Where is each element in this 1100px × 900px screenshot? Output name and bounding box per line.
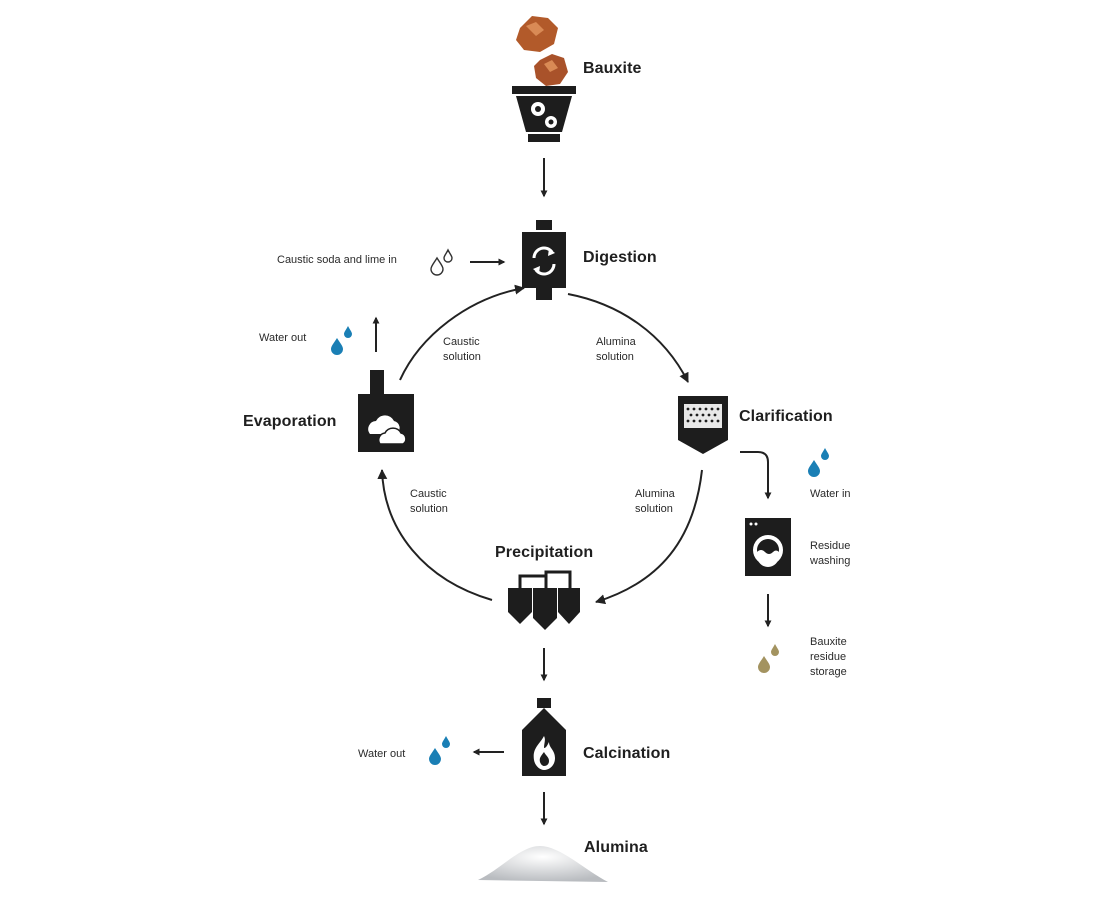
digestion-vessel-icon bbox=[522, 220, 566, 300]
stage-label-digestion: Digestion bbox=[583, 249, 657, 266]
flow-label-line: Caustic bbox=[410, 488, 447, 500]
flow-label-line: washing bbox=[810, 555, 851, 567]
flow-label-line: Residue bbox=[810, 540, 851, 552]
calcination-kiln-icon bbox=[522, 698, 566, 776]
arrow-precipitation-to-evaporation bbox=[377, 469, 493, 601]
flow-label-residue-washing: Residue washing bbox=[810, 539, 850, 569]
evaporation-plant-icon bbox=[358, 370, 414, 452]
water-out-drops-icon bbox=[331, 326, 352, 355]
stage-label-clarification: Clarification bbox=[739, 408, 833, 425]
flow-label-line: storage bbox=[810, 666, 847, 678]
flow-label-line: Alumina bbox=[635, 488, 675, 500]
flow-label-residue-storage: Bauxite residue storage bbox=[810, 635, 847, 680]
flow-label-water-out-calcination: Water out bbox=[358, 748, 406, 760]
stage-label-calcination: Calcination bbox=[583, 745, 671, 762]
bauxite-ore-icon bbox=[516, 16, 568, 86]
flow-label-line: solution bbox=[596, 351, 634, 363]
flow-label-water-out-evaporation: Water out bbox=[259, 332, 307, 344]
flow-label-line: solution bbox=[443, 351, 481, 363]
flow-label-water-in: Water in bbox=[810, 488, 851, 500]
residue-drops-icon bbox=[758, 644, 779, 673]
flow-label-line: solution bbox=[410, 503, 448, 515]
arrow-clarification-to-washing bbox=[740, 451, 772, 500]
caustic-drops-icon bbox=[430, 248, 453, 276]
alumina-pile-icon bbox=[478, 846, 608, 882]
flow-label-line: solution bbox=[635, 503, 673, 515]
crusher-hopper-icon bbox=[512, 86, 576, 142]
stage-label-bauxite: Bauxite bbox=[583, 60, 642, 77]
stage-label-evaporation: Evaporation bbox=[243, 413, 337, 430]
flow-label-caustic-solution-bottom: Caustic solution bbox=[410, 487, 448, 517]
clarification-tank-icon bbox=[678, 396, 728, 454]
water-in-drops-icon bbox=[808, 448, 829, 477]
flow-label-line: Bauxite bbox=[810, 636, 847, 648]
precipitation-tanks-icon bbox=[508, 570, 580, 630]
flow-label-alumina-solution-top: Alumina solution bbox=[596, 335, 636, 365]
arrow-digestion-to-clarification bbox=[567, 293, 689, 383]
residue-washer-icon bbox=[745, 518, 791, 576]
flow-label-line: Caustic bbox=[443, 336, 480, 348]
arrow-evaporation-to-digestion bbox=[399, 284, 525, 381]
calcination-water-drops-icon bbox=[429, 736, 450, 765]
flow-label-caustic-solution-top: Caustic solution bbox=[443, 335, 481, 365]
flow-label-alumina-solution-bottom: Alumina solution bbox=[635, 487, 675, 517]
arrow-clarification-to-precipitation bbox=[595, 469, 703, 605]
flow-label-caustic-in: Caustic soda and lime in bbox=[277, 254, 397, 266]
flow-label-line: Alumina bbox=[596, 336, 636, 348]
flow-label-line: residue bbox=[810, 651, 847, 663]
stage-label-alumina: Alumina bbox=[584, 839, 648, 856]
stage-label-precipitation: Precipitation bbox=[495, 544, 594, 561]
